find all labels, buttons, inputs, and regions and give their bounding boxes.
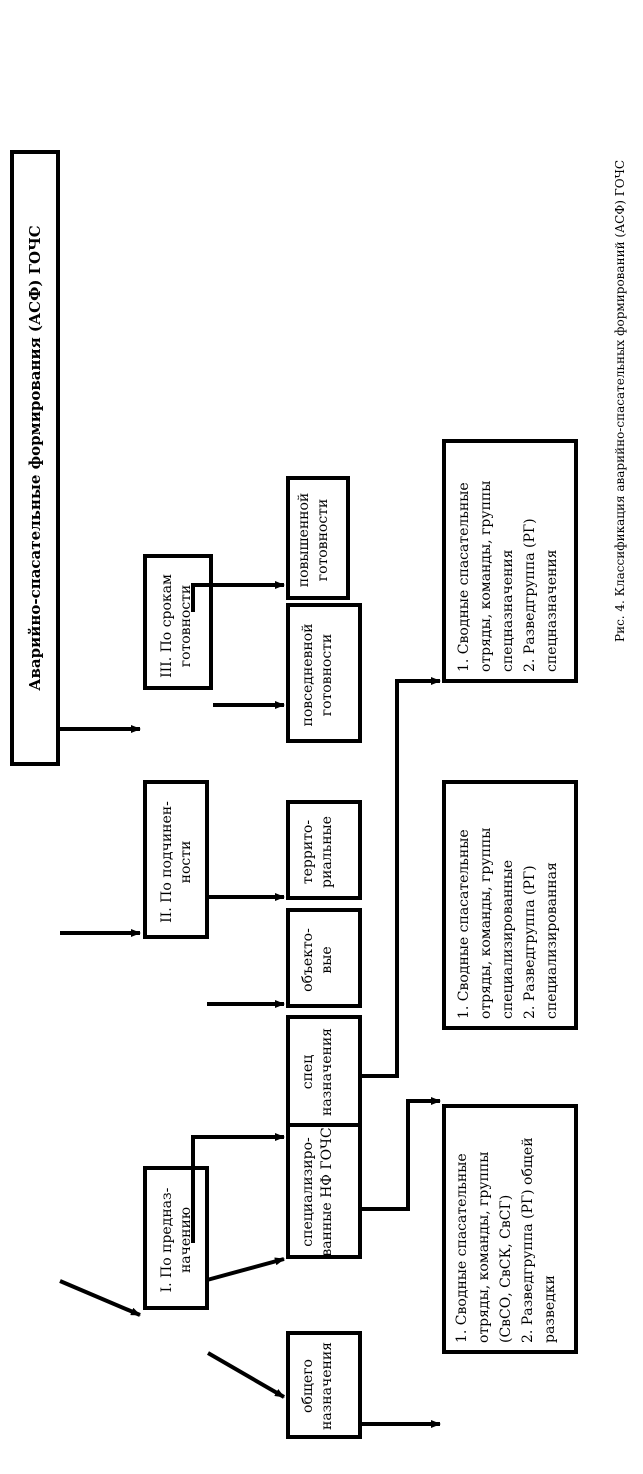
figure-caption: Рис. 4. Классификация аварийно-спасатель… xyxy=(613,160,627,642)
category-by-purpose: I. По предназ- начению xyxy=(143,1166,209,1310)
type-special-purpose-line1: спец xyxy=(300,1055,316,1089)
category-by-subordination: II. По подчинен- ности xyxy=(143,780,209,939)
detail-special-line1: 1. Сводные спасательные xyxy=(456,482,472,672)
type-special-purpose: спец назначения xyxy=(286,1015,362,1127)
type-high-readiness: повышенной готовности xyxy=(286,476,350,600)
detail-special-line2: отряды, команды, группы xyxy=(478,481,494,672)
detail-special: 1. Сводные спасательные отряды, команды,… xyxy=(442,439,578,683)
type-high-readiness-line1: повышенной xyxy=(296,493,312,588)
type-daily-readiness: повседневной готовности xyxy=(286,603,362,743)
detail-specialized-line3: специализированные xyxy=(500,860,516,1019)
type-general-purpose-line2: назначения xyxy=(319,1342,335,1430)
detail-specialized-line1: 1. Сводные спасательные xyxy=(456,829,472,1019)
detail-specialized-line5: специализированная xyxy=(544,862,560,1019)
arrow-purpose-to-special xyxy=(191,1133,285,1243)
arrow-root-to-purpose xyxy=(59,1279,141,1317)
type-object-line1: объекто- xyxy=(300,928,316,992)
type-daily-readiness-line2: готовности xyxy=(319,634,335,717)
type-object: объекто- вые xyxy=(286,908,362,1008)
detail-special-line5: спецназначения xyxy=(544,549,560,672)
type-specialized-line1: специализиро- xyxy=(300,1137,316,1247)
detail-general-line2: отряды, команды, группы xyxy=(476,1152,492,1343)
category-by-subordination-line2: ности xyxy=(178,841,194,884)
category-by-readiness-line2: готовности xyxy=(178,585,194,668)
type-territorial-line1: террито- xyxy=(300,820,316,884)
detail-general-line4: 2. Разведгруппа (РГ) общей xyxy=(520,1137,536,1343)
detail-specialized: 1. Сводные спасательные отряды, команды,… xyxy=(442,780,578,1030)
connectors xyxy=(58,581,441,1428)
category-by-readiness: III. По срокам готовности xyxy=(143,554,213,690)
category-by-readiness-line1: III. По срокам xyxy=(159,574,175,678)
detail-special-line4: 2. Разведгруппа (РГ) xyxy=(522,518,538,672)
type-specialized-line2: ванные НФ ГОЧС xyxy=(319,1127,335,1256)
type-specialized: специализиро- ванные НФ ГОЧС xyxy=(286,1123,362,1259)
type-territorial: террито- риальные xyxy=(286,800,362,900)
category-by-purpose-line1: I. По предназ- xyxy=(159,1187,175,1292)
detail-general-line5: разведки xyxy=(542,1275,558,1343)
detail-general: 1. Сводные спасательные отряды, команды,… xyxy=(442,1104,578,1354)
type-general-purpose: общего назначения xyxy=(286,1331,362,1439)
arrow-purpose-to-specialized xyxy=(206,1257,285,1282)
arrow-specialized-to-detail xyxy=(360,1097,441,1211)
type-special-purpose-line2: назначения xyxy=(319,1028,335,1116)
root-box: Аварийно-спасательные формирования (АСФ)… xyxy=(10,150,60,766)
type-high-readiness-line2: готовности xyxy=(315,499,331,582)
category-by-purpose-line2: начению xyxy=(178,1207,194,1273)
detail-specialized-line2: отряды, команды, группы xyxy=(478,828,494,1019)
type-daily-readiness-line1: повседневной xyxy=(300,624,316,727)
detail-general-line3: (СвСО, СвСК, СвСГ) xyxy=(498,1195,514,1343)
root-title: Аварийно-спасательные формирования (АСФ)… xyxy=(26,225,44,691)
type-territorial-line2: риальные xyxy=(319,816,335,888)
detail-specialized-line4: 2. Разведгруппа (РГ) xyxy=(522,865,538,1019)
arrow-purpose-to-general xyxy=(206,1351,286,1399)
arrow-readiness-to-high xyxy=(191,581,285,612)
type-general-purpose-line1: общего xyxy=(300,1359,316,1413)
arrow-special-to-detail xyxy=(360,677,441,1078)
category-by-subordination-line1: II. По подчинен- xyxy=(159,801,175,923)
detail-special-line3: спецназначения xyxy=(500,549,516,672)
type-object-line2: вые xyxy=(319,946,335,973)
detail-general-line1: 1. Сводные спасательные xyxy=(454,1153,470,1343)
